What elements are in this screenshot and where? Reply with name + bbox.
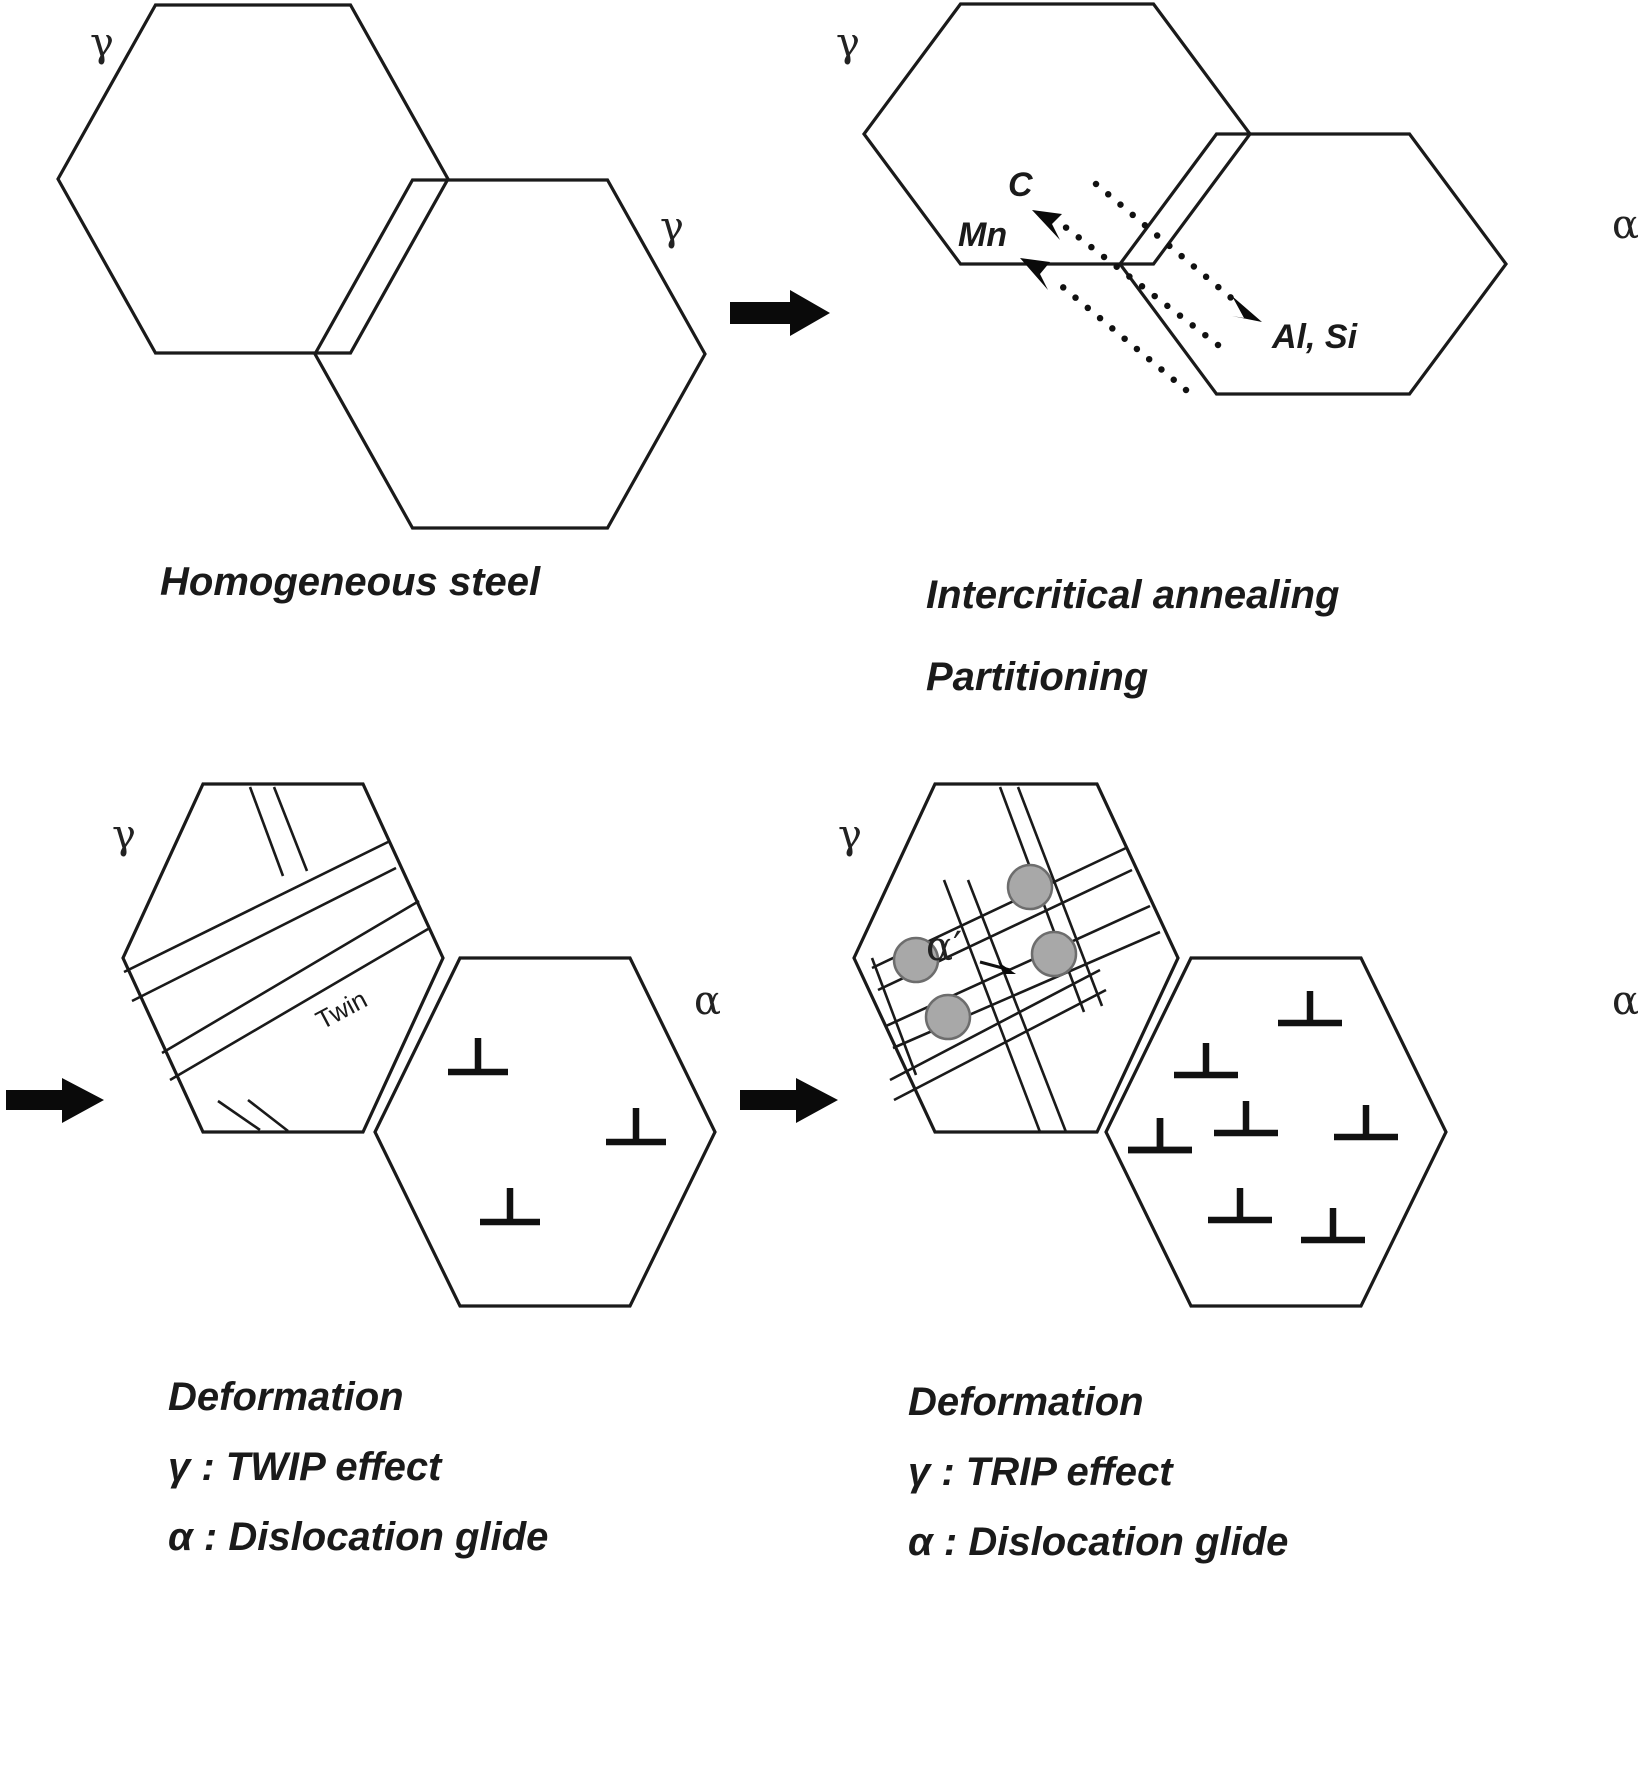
process-arrow-1: [730, 290, 830, 336]
phase-label-alpha: α: [694, 978, 721, 1024]
phase-label-gamma-1: γ: [90, 20, 114, 66]
phase-label-alpha: α: [1612, 202, 1639, 248]
caption-trip-line-1: Deformation: [908, 1380, 1144, 1424]
grain-gamma-transformed: [852, 782, 1180, 1134]
twin-boundary-line: [161, 899, 420, 1055]
twin-boundary-line: [893, 988, 1107, 1102]
diffusion-path-to-gamma-2: [1048, 274, 1190, 394]
phase-label-alpha: α: [1612, 978, 1639, 1024]
dynamic-geometry: [123, 782, 1448, 1308]
element-label-mn: Mn: [958, 216, 1007, 254]
caption-intercritical-line-1: Intercritical annealing: [926, 573, 1339, 617]
twin-boundary-line: [217, 1099, 261, 1132]
martensite-particle: [892, 936, 940, 984]
phase-label-gamma: γ: [836, 20, 860, 66]
caption-trip-line-3: α : Dislocation glide: [908, 1520, 1288, 1564]
grain-alpha: [1104, 956, 1448, 1308]
diffusion-path-to-gamma-1: [1060, 222, 1222, 349]
panel-twip: γ α Twin Deformation γ : TWIP effect α :…: [112, 782, 721, 1559]
right-arrow-icon: [730, 290, 830, 336]
process-arrow-2: [6, 1078, 104, 1123]
twin-boundary-line: [889, 968, 1101, 1082]
process-arrow-3: [740, 1078, 838, 1123]
arrowhead-to-gamma-2-icon: [1020, 258, 1050, 290]
twin-boundary-line: [870, 957, 918, 1076]
phase-label-gamma: γ: [838, 812, 862, 858]
grain-gamma-2: [313, 178, 707, 530]
caption-twip-line-2: γ : TWIP effect: [168, 1445, 443, 1489]
twin-boundary-line: [248, 786, 285, 877]
twin-boundary-line: [247, 1098, 289, 1133]
twin-boundary-line: [1016, 786, 1104, 1007]
martensite-particle: [1006, 863, 1054, 911]
caption-homogeneous: Homogeneous steel: [160, 560, 541, 604]
grain-gamma-1: [56, 3, 450, 355]
panel-intercritical: γ α C Mn Al, Si Intercritical annealing …: [836, 2, 1639, 699]
phase-label-gamma: γ: [112, 812, 136, 858]
arrowhead-to-alpha-icon: [1232, 296, 1262, 322]
caption-trip-line-2: γ : TRIP effect: [908, 1450, 1174, 1494]
martensite-label: α′: [926, 924, 962, 970]
twin-boundary-line: [169, 927, 429, 1082]
martensite-particle: [924, 993, 972, 1041]
arrowhead-to-gamma-1-icon: [1032, 210, 1062, 240]
caption-twip-line-1: Deformation: [168, 1375, 404, 1419]
grain-alpha: [373, 956, 717, 1308]
caption-intercritical-line-2: Partitioning: [926, 655, 1148, 699]
grain-alpha: [1118, 132, 1508, 396]
element-label-c: C: [1008, 166, 1033, 204]
twin-boundary-line: [123, 840, 389, 974]
martensite-pointer-arrowhead-icon: [998, 962, 1016, 974]
phase-label-gamma-2: γ: [660, 204, 684, 250]
panel-trip: γ α α′ Deformation γ : TRIP effect α : D…: [838, 812, 1639, 1564]
diffusion-path-to-alpha: [1092, 180, 1240, 306]
twin-boundary-line: [131, 866, 397, 1003]
grain-gamma-twinned: [121, 782, 445, 1134]
twin-boundary-line: [272, 786, 309, 872]
grain-gamma: [862, 2, 1252, 266]
right-arrow-icon: [6, 1078, 104, 1123]
twin-boundary-line: [966, 879, 1068, 1133]
panel-homogeneous: γ γ Homogeneous steel: [56, 3, 707, 604]
martensite-particle: [1030, 930, 1078, 978]
element-label-al-si: Al, Si: [1271, 318, 1359, 356]
caption-twip-line-3: α : Dislocation glide: [168, 1515, 548, 1559]
right-arrow-icon: [740, 1078, 838, 1123]
